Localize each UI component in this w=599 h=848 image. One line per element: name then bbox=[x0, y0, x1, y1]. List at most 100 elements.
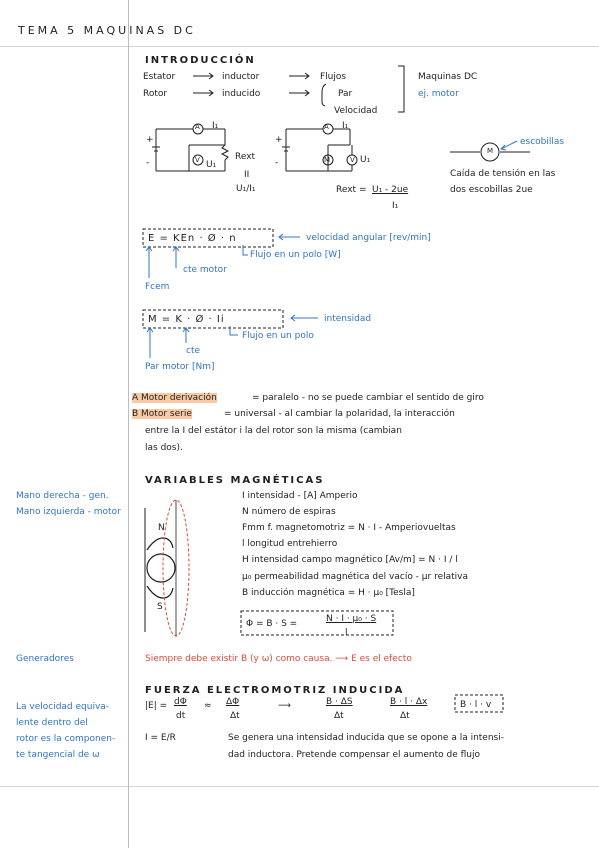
fem-bldx: B · l · Δx bbox=[390, 697, 428, 707]
flujo-polo-note: Flujo en un polo [W] bbox=[250, 250, 341, 260]
ej-motor-label: ej. motor bbox=[418, 89, 459, 99]
fem-Dt: Δt bbox=[230, 711, 240, 721]
par-equation: M = K · Ø · Ii bbox=[148, 314, 225, 325]
fem-text-2: dad inductora. Pretende compensar el aum… bbox=[228, 750, 480, 760]
equals-mark: II bbox=[244, 170, 250, 180]
fem-blv: B · l · v bbox=[460, 700, 492, 710]
rule-line bbox=[0, 46, 599, 47]
circuit-rext-diagram bbox=[152, 123, 230, 172]
motor-serie-label: B Motor serie bbox=[132, 409, 192, 419]
par-motor-note: Par motor [Nm] bbox=[145, 362, 215, 372]
fcem-box bbox=[142, 228, 274, 248]
intensidad-note: intensidad bbox=[324, 314, 372, 324]
velocidad-label: Velocidad bbox=[334, 106, 378, 116]
variable-item: l longitud entrehierro bbox=[242, 539, 338, 549]
variable-item: N número de espiras bbox=[242, 507, 336, 517]
margin-velocidad-3: rotor es la componen- bbox=[16, 734, 116, 744]
fem-i-eq: I = E/R bbox=[145, 733, 176, 743]
motor-line2: entre la I del estátor i la del rotor so… bbox=[145, 426, 402, 436]
par-box bbox=[142, 309, 284, 329]
margin-mano-derecha: Mano derecha - gen. bbox=[16, 491, 109, 501]
voltmeter-v: V bbox=[195, 156, 200, 164]
siempre-causa-line: Siempre debe existir B (y ω) como causa.… bbox=[145, 654, 412, 664]
variable-item: Fmm f. magnetomotriz = N · I - Amperiovu… bbox=[242, 523, 456, 533]
motor-m-symbol: M bbox=[487, 147, 494, 155]
rotor-label: Rotor bbox=[143, 89, 168, 99]
phi-numerator: N · I · μ₀ · S bbox=[326, 614, 377, 624]
fem-dt: dt bbox=[176, 711, 186, 721]
circuit-motor-diagram bbox=[282, 123, 358, 172]
variables-heading: VARIABLES MAGNÉTICAS bbox=[145, 475, 325, 486]
variable-item: I intensidad - [A] Amperio bbox=[242, 491, 358, 501]
u1-label-2: U₁ bbox=[360, 155, 371, 165]
par-arrows bbox=[146, 314, 318, 358]
inducido-label: inducido bbox=[222, 89, 261, 99]
i1-label: I₁ bbox=[212, 121, 219, 131]
fem-approx: ≈ bbox=[204, 701, 212, 711]
u1-label: U₁ bbox=[206, 160, 217, 170]
margin-mano-izquierda: Mano izquierda - motor bbox=[16, 507, 121, 517]
rext-label: Rext bbox=[235, 152, 256, 162]
i1-label-2: I₁ bbox=[342, 121, 349, 131]
variable-item: μ₀ permeabilidad magnética del vacío - μ… bbox=[242, 572, 469, 582]
phi-box bbox=[240, 610, 394, 636]
margin-velocidad-1: La velocidad equiva- bbox=[16, 702, 110, 712]
margin-line bbox=[128, 0, 129, 848]
flujos-label: Flujos bbox=[320, 72, 347, 82]
fcem-note: Fcem bbox=[145, 282, 170, 292]
margin-generadores: Generadores bbox=[16, 654, 74, 664]
plus-sign: + bbox=[146, 135, 154, 145]
ammeter-a-2: A bbox=[324, 123, 329, 131]
cte-motor-note: cte motor bbox=[183, 265, 227, 275]
page-title: TEMA 5 MAQUINAS DC bbox=[18, 24, 196, 37]
intro-arrows bbox=[193, 65, 405, 113]
rext-eq-den: I₁ bbox=[392, 201, 399, 211]
fem-dphi: dΦ bbox=[174, 697, 187, 707]
fcem-equation: E = KEn · Ø · n bbox=[148, 233, 237, 244]
rext-eq-num: U₁ - 2ue bbox=[372, 185, 409, 195]
flujo-polo-note-2: Flujo en un polo bbox=[242, 331, 314, 341]
estator-label: Estator bbox=[143, 72, 176, 82]
fcem-arrows bbox=[145, 233, 300, 278]
blv-box bbox=[454, 694, 504, 713]
margin-velocidad-4: te tangencial de ω bbox=[16, 750, 100, 760]
minus-sign-2: - bbox=[275, 158, 279, 168]
motor-escobillas-symbol bbox=[450, 140, 530, 162]
maquinas-dc-label: Maquinas DC bbox=[418, 72, 478, 82]
escobillas-label: escobillas bbox=[520, 137, 565, 147]
fem-heading: FUERZA ELECTROMOTRIZ INDUCIDA bbox=[145, 685, 405, 696]
fem-bds: B · ΔS bbox=[326, 697, 353, 707]
plus-sign-2: + bbox=[275, 135, 283, 145]
rext-eq-left: Rext = bbox=[336, 185, 367, 195]
variable-item: B inducción magnética = H · μ₀ [Tesla] bbox=[242, 588, 415, 598]
variable-item: H intensidad campo magnético [Av/m] = N … bbox=[242, 555, 458, 565]
motor-serie-text: = universal - al cambiar la polaridad, l… bbox=[224, 409, 455, 419]
caida-line1: Caída de tensión en las bbox=[450, 169, 556, 179]
magnet-diagram bbox=[144, 499, 190, 637]
inductor-label: inductor bbox=[222, 72, 260, 82]
fem-arrow: ⟶ bbox=[278, 701, 291, 711]
motor-m-circuit: M bbox=[324, 156, 331, 164]
minus-sign: - bbox=[146, 158, 150, 168]
fem-Dphi: ΔΦ bbox=[226, 697, 240, 707]
ammeter-a: A bbox=[195, 123, 200, 131]
margin-velocidad-2: lente dentro del bbox=[16, 718, 88, 728]
motor-line3: las dos). bbox=[145, 443, 183, 453]
magnet-north: N bbox=[158, 523, 165, 533]
voltmeter-v-2: V bbox=[350, 156, 355, 164]
fem-Dt-3: Δt bbox=[400, 711, 410, 721]
par-label: Par bbox=[338, 89, 353, 99]
fem-abs-e: |E| = bbox=[145, 701, 168, 711]
motor-derivacion-label: A Motor derivación bbox=[132, 393, 217, 403]
phi-denominator: l bbox=[345, 628, 348, 638]
rule-line bbox=[0, 786, 599, 787]
velocidad-angular-note: velocidad angular [rev/min] bbox=[306, 233, 431, 243]
motor-derivacion-text: = paralelo - no se puede cambiar el sent… bbox=[252, 393, 484, 403]
intro-heading: INTRODUCCIÓN bbox=[145, 55, 256, 66]
fem-text-1: Se genera una intensidad inducida que se… bbox=[228, 733, 504, 743]
magnet-south: S bbox=[157, 602, 163, 612]
u1-over-i1: U₁/I₁ bbox=[236, 184, 256, 194]
cte-note: cte bbox=[186, 346, 201, 356]
